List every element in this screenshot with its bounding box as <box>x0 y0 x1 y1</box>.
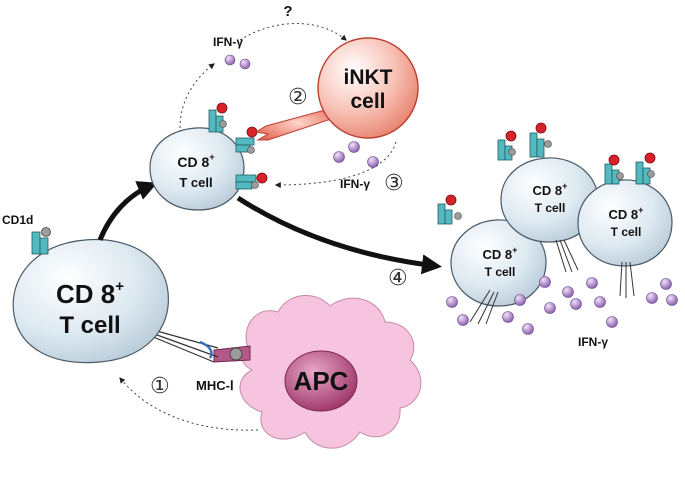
step-2-marker: ② <box>288 85 308 110</box>
effector-cell-3-label-line1: CD 8+ <box>609 205 644 222</box>
arrow-activation <box>97 181 158 241</box>
cd1d-receptor-right <box>235 126 258 154</box>
apc-nucleus <box>284 350 358 412</box>
arrow-expansion <box>236 195 442 275</box>
apc-label: APC <box>294 366 349 396</box>
step-3-marker: ③ <box>384 171 404 196</box>
ifn-gamma-dots-mid <box>333 141 379 168</box>
mhc-i-molecule <box>213 345 251 363</box>
cd8-t-cell-small-label-line2: T cell <box>179 175 212 190</box>
question-mark: ? <box>283 3 292 20</box>
step-1-marker: ① <box>150 374 170 399</box>
effector-cell-2-label-line2: T cell <box>535 201 566 215</box>
arrow-apc-to-t-cell <box>119 377 259 431</box>
effector-cell-1 <box>437 194 547 325</box>
feedback-arrow-to-inkt <box>239 23 347 41</box>
ifn-gamma-dots-effector <box>446 276 678 335</box>
effector-cell-2 <box>497 122 599 273</box>
inkt-label-line2: cell <box>350 90 385 113</box>
effector-cell-3-label-line2: T cell <box>611 225 642 239</box>
effector-cell-3 <box>577 152 673 298</box>
ifn-gamma-label-right: IFN-γ <box>578 335 608 349</box>
ifn-gamma-label-top: IFN-γ <box>213 35 243 49</box>
cd8-t-cell-large <box>12 238 169 364</box>
cd1d-molecule <box>31 227 51 255</box>
inkt-label-line1: iNKT <box>344 66 393 89</box>
cd1d-receptor-top <box>208 102 228 133</box>
cd8-t-cell-small-label-line1: CD 8+ <box>177 152 214 170</box>
inkt-cell <box>317 37 419 139</box>
cd8-t-cell-large-label-line2: T cell <box>59 312 120 339</box>
cd1d-receptor-lower <box>235 172 268 190</box>
ifn-gamma-dots-top <box>224 54 251 70</box>
cd1d-label: CD1d <box>2 213 33 227</box>
inkt-tcr-tongs <box>254 105 341 141</box>
effector-cell-1-label-line1: CD 8+ <box>483 245 518 262</box>
mhc-label: MHC-Ⅰ <box>196 378 234 393</box>
effector-cell-1-label-line2: T cell <box>485 265 516 279</box>
effector-cell-2-label-line1: CD 8+ <box>533 181 568 198</box>
step-4-marker: ④ <box>388 266 408 291</box>
ifn-gamma-arrow-back <box>274 141 397 188</box>
cd8-t-cell-large-label-line1: CD 8+ <box>56 278 124 309</box>
ifn-gamma-label-mid: IFN-γ <box>340 177 370 191</box>
